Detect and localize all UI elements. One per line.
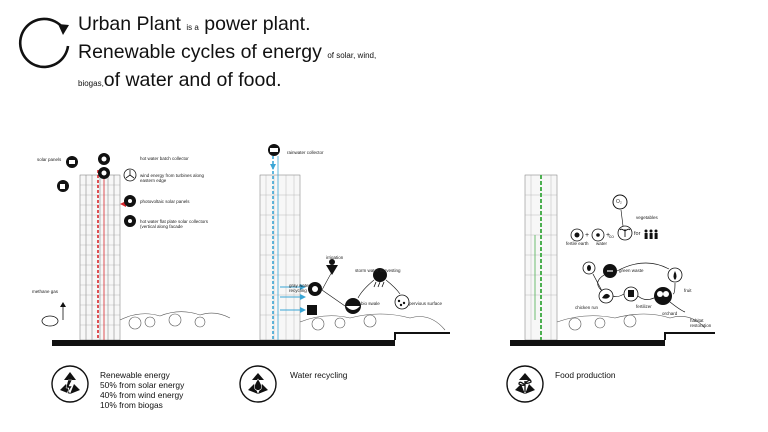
- label-pervious: pervious surface: [409, 301, 443, 306]
- energy-caption-title: Renewable energy: [100, 370, 170, 380]
- label-storm: storm water harvesting: [355, 268, 401, 273]
- label-bio-swale: bio swale: [361, 301, 380, 306]
- biohazard-cycle-icon: [51, 365, 89, 403]
- food-diagram: + +: [510, 174, 715, 346]
- solar-panel-icon: [66, 156, 78, 168]
- svg-text:+: +: [585, 232, 589, 239]
- water-diagram: [235, 144, 450, 346]
- label-solar-panels: solar panels: [37, 157, 62, 162]
- water-caption: Water recycling: [290, 370, 348, 380]
- o2-icon: [612, 194, 628, 210]
- irrigation-icon: [326, 259, 338, 275]
- energy-diagram: [41, 153, 252, 346]
- energy-caption-line: 40% from wind energy: [100, 390, 184, 400]
- label-water: water: [596, 241, 608, 246]
- page-title: Urban Plant is a power plant. Renewable …: [78, 13, 377, 91]
- label-methane: methane gas: [32, 289, 59, 294]
- label-wind-energy: wind energy from turbines along eastern …: [140, 173, 205, 183]
- soil-icon: [570, 228, 584, 242]
- rain-cloud-icon: [268, 144, 280, 156]
- seedling-icon: [617, 225, 633, 241]
- label-orchard: orchard: [662, 311, 678, 316]
- label-co2: co: [609, 234, 614, 239]
- wind-turbine-icon: [123, 168, 137, 182]
- bio-swale-icon: [345, 298, 361, 314]
- water-icon: [591, 228, 605, 242]
- label-photovoltaic: photovoltaic solar panels: [140, 199, 190, 204]
- label-fertile: fertile earth: [566, 241, 589, 246]
- label-hot-water-flat: hot water flat plate solar collectors (v…: [140, 219, 209, 229]
- green-waste-icon: [603, 264, 617, 278]
- methane-tank-icon: [41, 302, 66, 327]
- label-fertilizer: fertilizer: [636, 304, 652, 309]
- label-o2: O₂: [616, 199, 622, 205]
- label-fruit: fruit: [684, 288, 692, 293]
- egg-icon: [582, 261, 596, 275]
- storm-cloud-icon: [373, 268, 387, 288]
- fertilizer-icon: [623, 286, 639, 302]
- label-gray-water: gray water recycling: [289, 283, 311, 293]
- water-drop-icon: [239, 365, 277, 403]
- svg-text:+: +: [606, 232, 610, 239]
- ground-line: [52, 340, 252, 346]
- sun-icon: [124, 195, 136, 207]
- label-vegetables: vegetables: [636, 215, 658, 220]
- food-caption: Food production: [555, 370, 616, 380]
- sun-icon: [124, 215, 136, 227]
- pervious-surface-icon: [394, 294, 410, 310]
- label-irrigation: irrigation: [326, 255, 344, 260]
- fruit-icon: [667, 267, 683, 283]
- recycle-box-icon: [307, 305, 317, 315]
- energy-caption-line: 10% from biogas: [100, 400, 163, 410]
- label-for: for: [634, 231, 641, 237]
- gray-water-icon: [308, 282, 322, 296]
- label-hot-water-batch: hot water batch collector: [140, 156, 189, 161]
- people-icon: [644, 229, 658, 239]
- label-chicken: chicken run: [575, 305, 599, 310]
- orchard-icon: [654, 287, 672, 305]
- solar-panel-icon: [57, 180, 69, 192]
- energy-caption-line: 50% from solar energy: [100, 380, 185, 390]
- label-habitat: habitat restoration: [690, 318, 712, 328]
- cycle-arrow-icon: [18, 17, 70, 69]
- energy-tower: [79, 174, 121, 341]
- seedling-icon: [506, 365, 544, 403]
- sun-icon: [98, 167, 110, 179]
- label-green-waste: green waste: [619, 268, 644, 273]
- chicken-icon: [598, 288, 614, 304]
- landscape: [119, 311, 231, 330]
- label-rainwater: rainwater collector: [287, 150, 324, 155]
- sun-icon: [98, 153, 110, 165]
